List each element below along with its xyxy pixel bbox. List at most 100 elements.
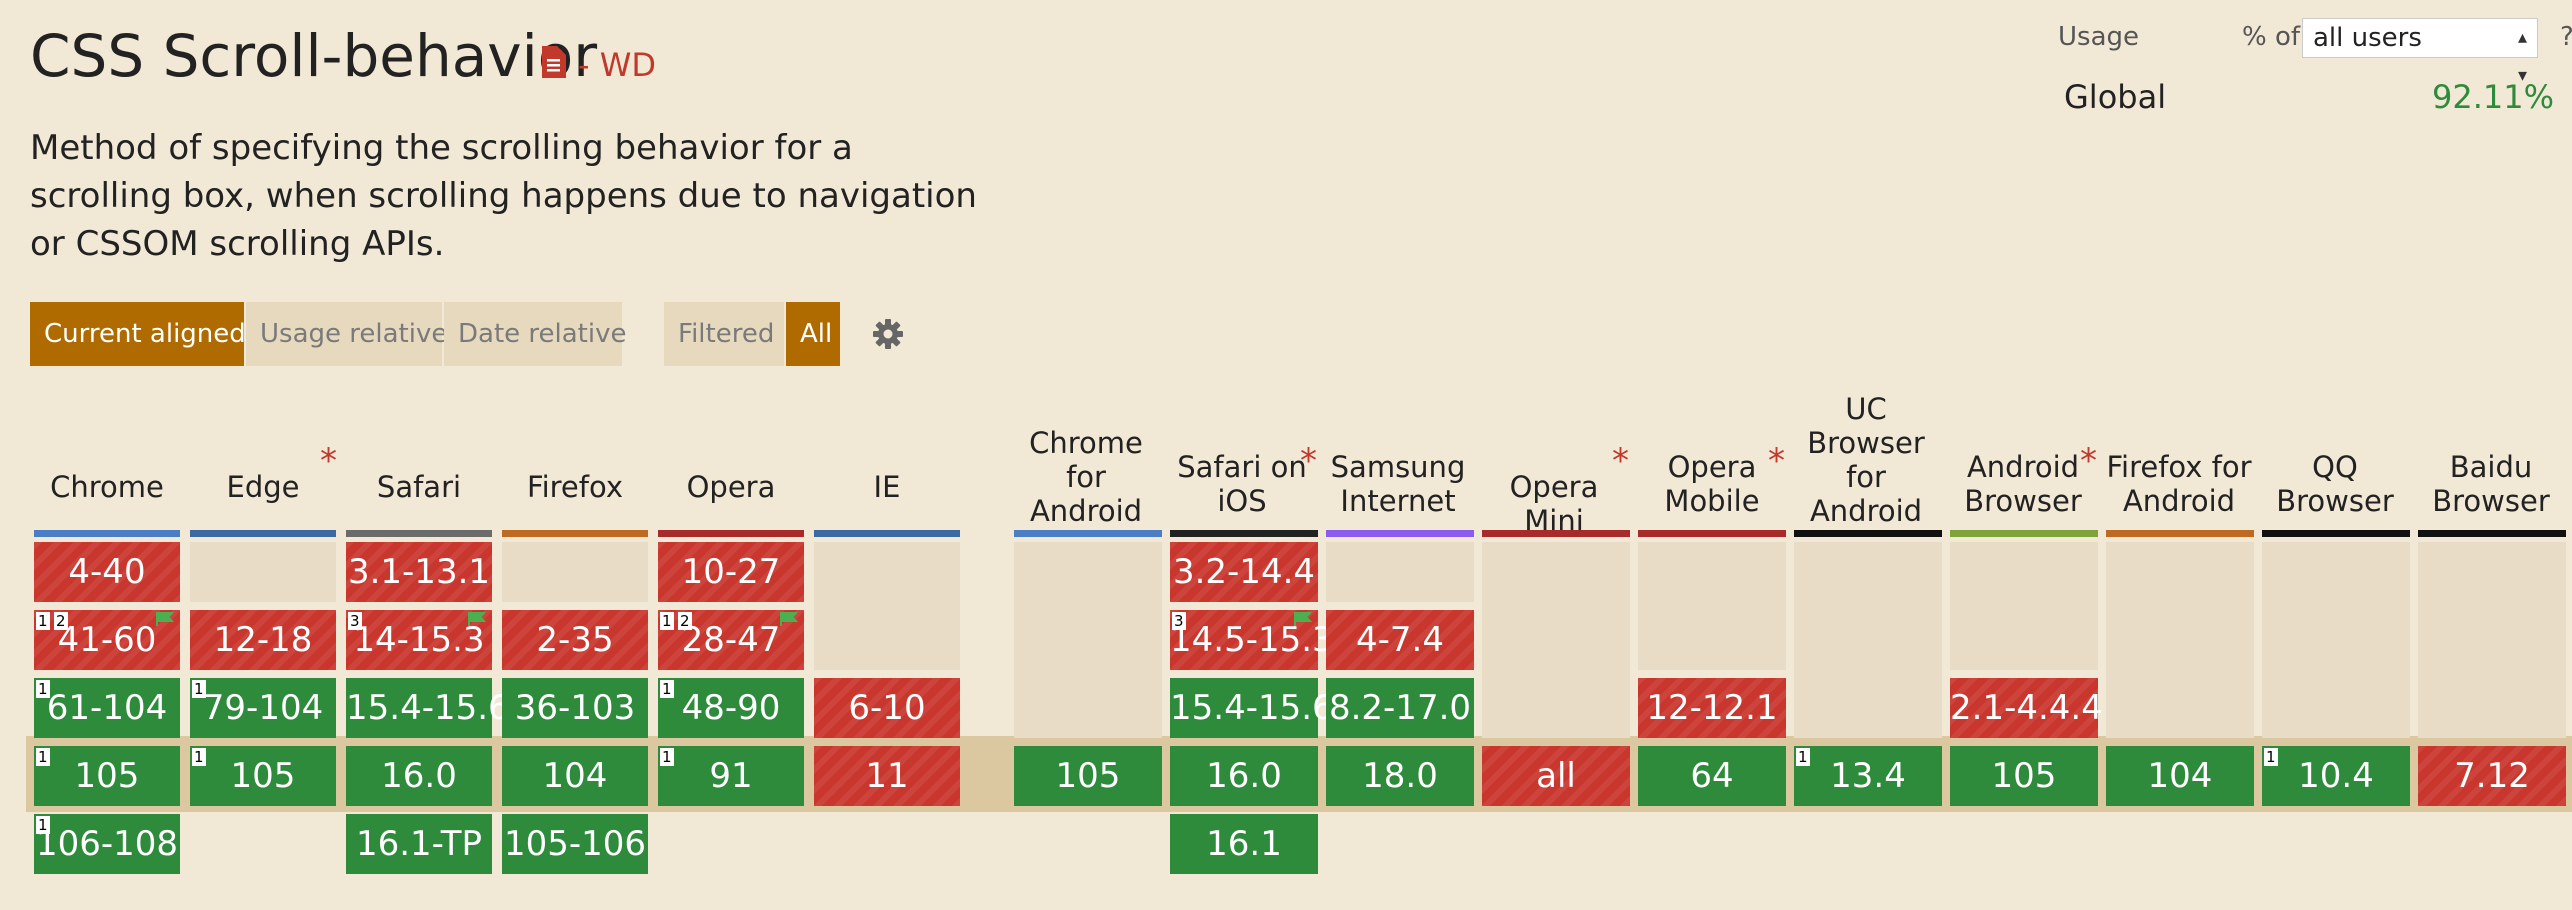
support-cell-samsung-4-7-4[interactable]: 4-7.4 <box>1326 610 1474 670</box>
browser-header-baidu[interactable]: Baidu Browser <box>2432 450 2550 518</box>
tab-date-relative[interactable]: Date relative <box>444 302 626 366</box>
edge-note-asterisk[interactable]: * <box>320 441 337 481</box>
note-marker: 2 <box>678 612 692 630</box>
support-cell-safari-3-1-13-1[interactable]: 3.1-13.1 <box>346 542 492 602</box>
support-cell-safari-ios-16-1[interactable]: 16.1 <box>1170 814 1318 874</box>
support-cell-edge-12-18[interactable]: 12-18 <box>190 610 336 670</box>
browser-header-ie[interactable]: IE <box>873 470 901 504</box>
support-cell-chrome-android-105[interactable]: 105 <box>1014 746 1162 806</box>
filter-tabs: Filtered All <box>664 302 842 366</box>
support-cell-safari-15-4-15-6[interactable]: 15.4-15.6 <box>346 678 510 738</box>
support-cell-ie-11[interactable]: 11 <box>814 746 960 806</box>
support-cell-firefox-105-106[interactable]: 105-106 <box>502 814 648 874</box>
note-marker: 1 <box>36 612 50 630</box>
support-cell-safari-ios-3-2-14-4[interactable]: 3.2-14.4 <box>1170 542 1318 602</box>
note-marker: 2 <box>54 612 68 630</box>
uc-color-bar <box>1794 530 1942 537</box>
browser-header-opera[interactable]: Opera <box>686 470 776 504</box>
support-cell-opera-mobile-12-12-1[interactable]: 12-12.1 <box>1638 678 1786 738</box>
browser-header-qq[interactable]: QQ Browser <box>2276 450 2394 518</box>
support-cell-qq-empty <box>2262 542 2410 738</box>
usage-label: Usage <box>2058 22 2140 52</box>
support-cell-ie-empty <box>814 542 960 670</box>
opera-mobile-note-asterisk[interactable]: * <box>1768 441 1785 481</box>
document-icon[interactable] <box>540 46 566 78</box>
support-cell-safari-ios-15-4-15-6[interactable]: 15.4-15.6 <box>1170 678 1334 738</box>
browser-header-samsung[interactable]: Samsung Internet <box>1330 450 1466 518</box>
support-cell-firefox-android-104[interactable]: 104 <box>2106 746 2254 806</box>
percent-of-label: % of <box>2242 22 2301 52</box>
note-marker: 1 <box>36 816 50 834</box>
note-marker: 3 <box>1172 612 1186 630</box>
browser-header-chrome[interactable]: Chrome <box>50 470 164 504</box>
safari-ios-note-asterisk[interactable]: * <box>1300 441 1317 481</box>
tab-all[interactable]: All <box>786 302 842 366</box>
browser-header-android[interactable]: Android Browser <box>1964 450 2082 518</box>
browser-header-uc[interactable]: UC Browser for Android <box>1807 392 1925 528</box>
browser-header-firefox-android[interactable]: Firefox for Android <box>2106 450 2252 518</box>
support-cell-safari-16-1-tp[interactable]: 16.1-TP <box>346 814 492 874</box>
note-marker: 1 <box>660 612 674 630</box>
opera-mini-color-bar <box>1482 530 1630 537</box>
support-cell-safari-ios-16-0[interactable]: 16.0 <box>1170 746 1318 806</box>
support-cell-firefox-empty <box>502 542 648 602</box>
browser-header-opera-mini[interactable]: Opera Mini <box>1509 470 1599 538</box>
note-marker: 1 <box>660 680 674 698</box>
support-cell-safari-16-0[interactable]: 16.0 <box>346 746 492 806</box>
note-marker: 1 <box>192 748 206 766</box>
support-cell-firefox-2-35[interactable]: 2-35 <box>502 610 648 670</box>
gear-icon[interactable] <box>872 318 904 350</box>
edge-color-bar <box>190 530 336 537</box>
global-usage-value: 92.11% <box>2432 78 2555 116</box>
browser-header-opera-mobile[interactable]: Opera Mobile <box>1664 450 1760 518</box>
support-cell-chrome-4-40[interactable]: 4-40 <box>34 542 180 602</box>
support-cell-opera-mini-all[interactable]: all <box>1482 746 1630 806</box>
support-cell-ie-6-10[interactable]: 6-10 <box>814 678 960 738</box>
browser-header-edge[interactable]: Edge <box>226 470 300 504</box>
support-cell-android-105[interactable]: 105 <box>1950 746 2098 806</box>
tab-current-aligned[interactable]: Current aligned <box>30 302 246 366</box>
tab-filtered[interactable]: Filtered <box>664 302 786 366</box>
support-cell-baidu-empty <box>2418 542 2566 738</box>
support-cell-opera-mini-empty <box>1482 542 1630 738</box>
opera-mini-note-asterisk[interactable]: * <box>1612 441 1629 481</box>
support-cell-baidu-7-12[interactable]: 7.12 <box>2418 746 2566 806</box>
support-cell-samsung-8-2-17-0[interactable]: 8.2-17.0 <box>1326 678 1474 738</box>
chrome-color-bar <box>34 530 180 537</box>
browser-header-firefox[interactable]: Firefox <box>527 470 623 504</box>
firefox-color-bar <box>502 530 648 537</box>
user-type-select[interactable]: all users ▴▾ <box>2302 18 2538 86</box>
note-marker: 1 <box>1796 748 1810 766</box>
browser-header-safari[interactable]: Safari <box>376 470 462 504</box>
support-cell-opera-10-27[interactable]: 10-27 <box>658 542 804 602</box>
support-cell-android-2-1-4-4-4[interactable]: 2.1-4.4.4 <box>1950 678 2103 738</box>
help-link[interactable]: ? <box>2560 22 2572 52</box>
support-cell-firefox-104[interactable]: 104 <box>502 746 648 806</box>
support-cell-samsung-18-0[interactable]: 18.0 <box>1326 746 1474 806</box>
browser-header-chrome-android[interactable]: Chrome for Android <box>1029 426 1143 528</box>
samsung-color-bar <box>1326 530 1474 537</box>
spec-status[interactable]: - WD <box>578 46 656 84</box>
support-cell-firefox-36-103[interactable]: 36-103 <box>502 678 648 738</box>
tab-usage-relative[interactable]: Usage relative <box>246 302 447 366</box>
browser-header-safari-ios[interactable]: Safari on iOS <box>1177 450 1307 518</box>
support-cell-opera-mobile-64[interactable]: 64 <box>1638 746 1786 806</box>
chrome-android-color-bar <box>1014 530 1162 537</box>
note-marker: 3 <box>348 612 362 630</box>
opera-mobile-color-bar <box>1638 530 1786 537</box>
android-note-asterisk[interactable]: * <box>2080 441 2097 481</box>
support-cell-opera-mobile-empty <box>1638 542 1786 670</box>
